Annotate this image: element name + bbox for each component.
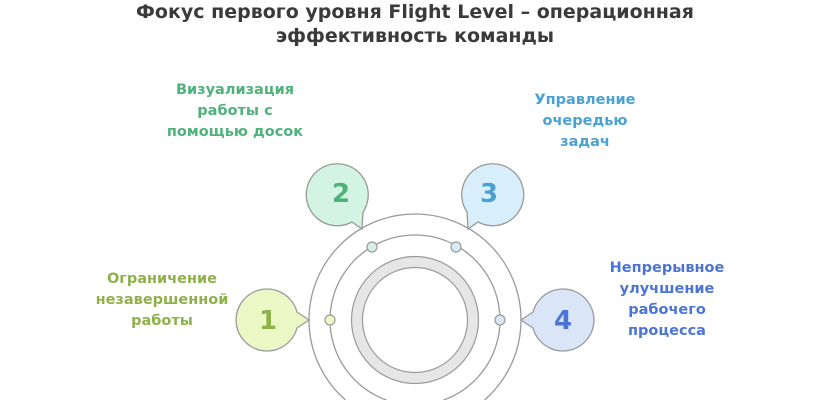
diagram-title: Фокус первого уровня Flight Level – опер… — [0, 0, 830, 48]
step-2-bubble: 2 — [305, 163, 369, 231]
step-1-dot — [324, 314, 336, 326]
step-3-number: 3 — [480, 179, 498, 209]
inner-ring-inner-edge — [361, 266, 469, 374]
step-4-number: 4 — [554, 306, 572, 336]
step-2-label: Визуализация работы с помощью досок — [166, 82, 304, 140]
step-4-bubble: 4 — [519, 288, 595, 352]
title-line-2: эффективность команды — [275, 25, 555, 47]
step-2-number: 2 — [332, 179, 350, 209]
step-1-label: Ограничение незавершенной работы — [95, 271, 229, 329]
step-1-number: 1 — [259, 306, 277, 336]
step-3-bubble: 3 — [461, 163, 525, 231]
title-line-1: Фокус первого уровня Flight Level – опер… — [136, 1, 694, 23]
step-1-bubble: 1 — [235, 288, 311, 352]
inner-ring — [351, 256, 479, 384]
middle-ring — [329, 234, 501, 400]
step-4-dot — [494, 314, 506, 326]
step-4-label: Непрерывное улучшение рабочего процесса — [609, 260, 725, 339]
inner-ring-outer-edge — [350, 255, 480, 385]
outer-ring — [308, 213, 522, 400]
step-3-label: Управление очередью задач — [534, 92, 636, 150]
step-2-dot — [366, 241, 378, 253]
step-3-dot — [450, 241, 462, 253]
